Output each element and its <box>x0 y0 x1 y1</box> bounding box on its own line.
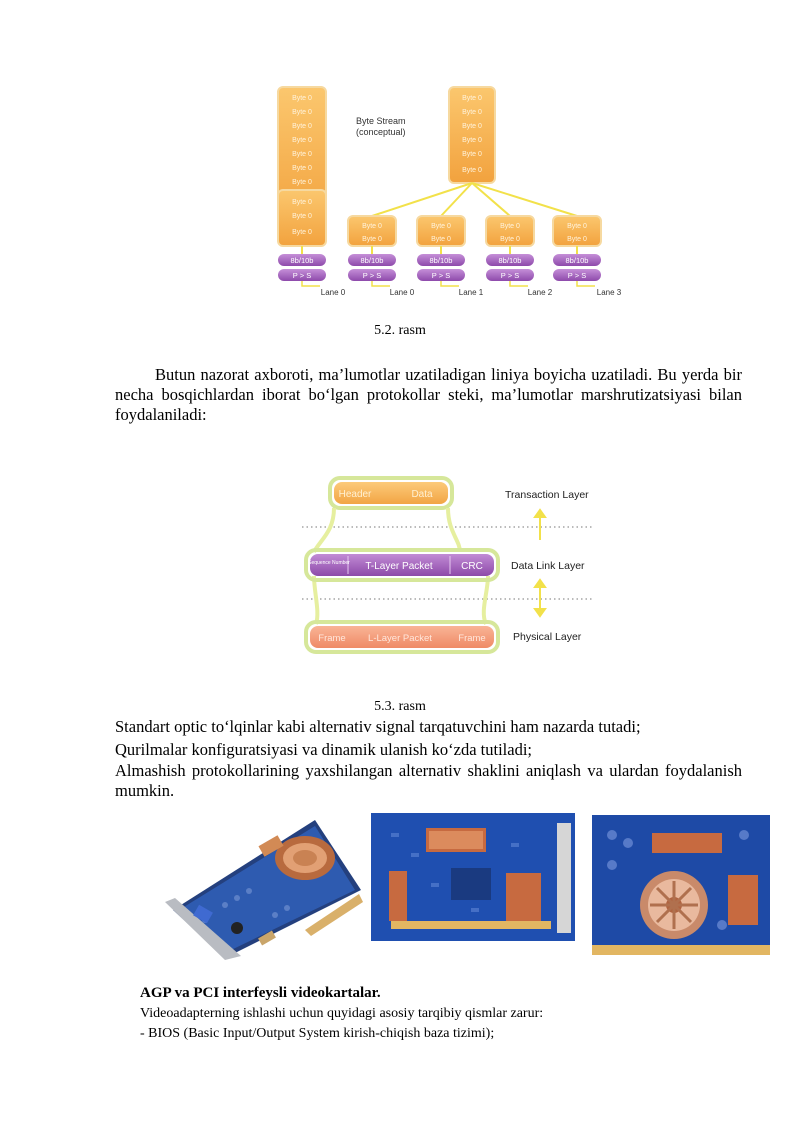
fanout-lines <box>371 182 578 217</box>
lane-label: Lane 1 <box>459 288 484 297</box>
physical-layer-label: Physical Layer <box>513 631 582 643</box>
svg-text:Byte 0: Byte 0 <box>567 223 587 230</box>
data-label: Data <box>411 489 433 500</box>
protocol-layers-diagram: Header Data Transaction Layer Sequence N… <box>302 476 592 654</box>
svg-text:Byte 0: Byte 0 <box>362 236 382 243</box>
svg-text:Byte 0: Byte 0 <box>567 236 587 243</box>
svg-text:P > S: P > S <box>432 271 450 280</box>
svg-text:P > S: P > S <box>568 271 586 280</box>
lane-label: Lane 3 <box>597 288 622 297</box>
svg-text:Byte 0: Byte 0 <box>462 109 482 116</box>
list-line-config: Qurilmalar konfiguratsiyasi va dinamik u… <box>115 740 532 759</box>
body-line-videoadapter: Videoadapterning ishlashi uchun quyidagi… <box>140 1006 544 1021</box>
svg-text:Byte 0: Byte 0 <box>362 223 382 230</box>
svg-text:P > S: P > S <box>293 271 311 280</box>
svg-text:8b/10b: 8b/10b <box>361 256 384 265</box>
left-byte-stack: Byte 0 Byte 0 Byte 0 Byte 0 Byte 0 Byte … <box>277 86 327 254</box>
svg-text:8b/10b: 8b/10b <box>499 256 522 265</box>
lane-label: Lane 0 <box>390 288 415 297</box>
data-link-layer-packet: Sequence Number T-Layer Packet CRC <box>304 548 500 582</box>
conceptual-byte-stack: Byte 0 Byte 0 Byte 0 Byte 0 Byte 0 Byte … <box>448 86 496 184</box>
body-line-bios: - BIOS (Basic Input/Output System kirish… <box>140 1026 495 1041</box>
agp-videocard-fan-photo <box>592 815 770 955</box>
byte-label: Byte 0 <box>292 123 312 130</box>
layer-arrows <box>533 508 547 618</box>
l-layer-packet-label: L-Layer Packet <box>368 633 432 644</box>
lane-label: Lane 0 <box>321 288 346 297</box>
byte-stream-diagram: Byte 0 Byte 0 Byte 0 Byte 0 Byte 0 Byte … <box>277 86 622 297</box>
byte-label: Byte 0 <box>292 213 312 220</box>
t-layer-packet-label: T-Layer Packet <box>365 561 432 572</box>
pci-videocard-photo: ʾ <box>371 813 575 953</box>
byte-label: Byte 0 <box>292 109 312 116</box>
byte-label: Byte 0 <box>292 229 312 236</box>
svg-text:Byte 0: Byte 0 <box>462 123 482 130</box>
svg-text:Byte 0: Byte 0 <box>431 223 451 230</box>
lane-labels: Lane 0 Lane 0 Lane 1 Lane 2 Lane 3 <box>321 288 622 297</box>
paragraph-protocol-stack: Butun nazorat axboroti, ma’lumotlar uzat… <box>115 365 742 424</box>
svg-text:8b/10b: 8b/10b <box>430 256 453 265</box>
frame-end-label: Frame <box>458 633 485 644</box>
svg-text:Byte 0: Byte 0 <box>500 223 520 230</box>
agp-videocard-photo <box>165 810 365 960</box>
videocards-caption: AGP va PCI interfeysli videokartalar. <box>140 985 381 1001</box>
transaction-layer-packet: Header Data <box>328 476 454 510</box>
data-link-layer-label: Data Link Layer <box>511 560 585 572</box>
byte-stream-title: Byte Stream <box>356 116 406 126</box>
svg-text:Byte 0: Byte 0 <box>462 167 482 174</box>
list-line-optic: Standart optic to‘lqinlar kabi alternati… <box>115 717 641 736</box>
svg-text:P > S: P > S <box>363 271 381 280</box>
frame-start-label: Frame <box>318 633 345 644</box>
svg-text:8b/10b: 8b/10b <box>566 256 589 265</box>
header-label: Header <box>339 489 372 500</box>
physical-layer-frame: Frame L-Layer Packet Frame <box>304 620 500 654</box>
svg-text:8b/10b: 8b/10b <box>291 256 314 265</box>
byte-label: Byte 0 <box>292 179 312 186</box>
svg-text:Byte 0: Byte 0 <box>431 236 451 243</box>
figure-caption-5-3: 5.3. rasm <box>374 699 426 714</box>
byte-label: Byte 0 <box>292 95 312 102</box>
byte-label: Byte 0 <box>292 137 312 144</box>
svg-text:Byte 0: Byte 0 <box>500 236 520 243</box>
encoding-blocks: 8b/10b 8b/10b 8b/10b 8b/10b 8b/10b P > S… <box>278 254 601 287</box>
byte-label: Byte 0 <box>292 165 312 172</box>
svg-text:Byte 0: Byte 0 <box>462 95 482 102</box>
svg-text:P > S: P > S <box>501 271 519 280</box>
lane-label: Lane 2 <box>528 288 553 297</box>
byte-stream-subtitle: (conceptual) <box>356 127 406 137</box>
svg-text:Byte 0: Byte 0 <box>462 151 482 158</box>
list-line-protocol: Almashish protokollarining yaxshilangan … <box>115 761 742 800</box>
svg-text:Byte 0: Byte 0 <box>462 137 482 144</box>
crc-label: CRC <box>461 561 483 572</box>
lane-byte-blocks: Byte 0 Byte 0 Byte 0 Byte 0 Byte 0 Byte … <box>347 215 602 254</box>
byte-label: Byte 0 <box>292 199 312 206</box>
figure-caption-5-2: 5.2. rasm <box>374 323 426 338</box>
sequence-number-label: Sequence Number <box>308 560 350 566</box>
byte-label: Byte 0 <box>292 151 312 158</box>
transaction-layer-label: Transaction Layer <box>505 489 589 501</box>
